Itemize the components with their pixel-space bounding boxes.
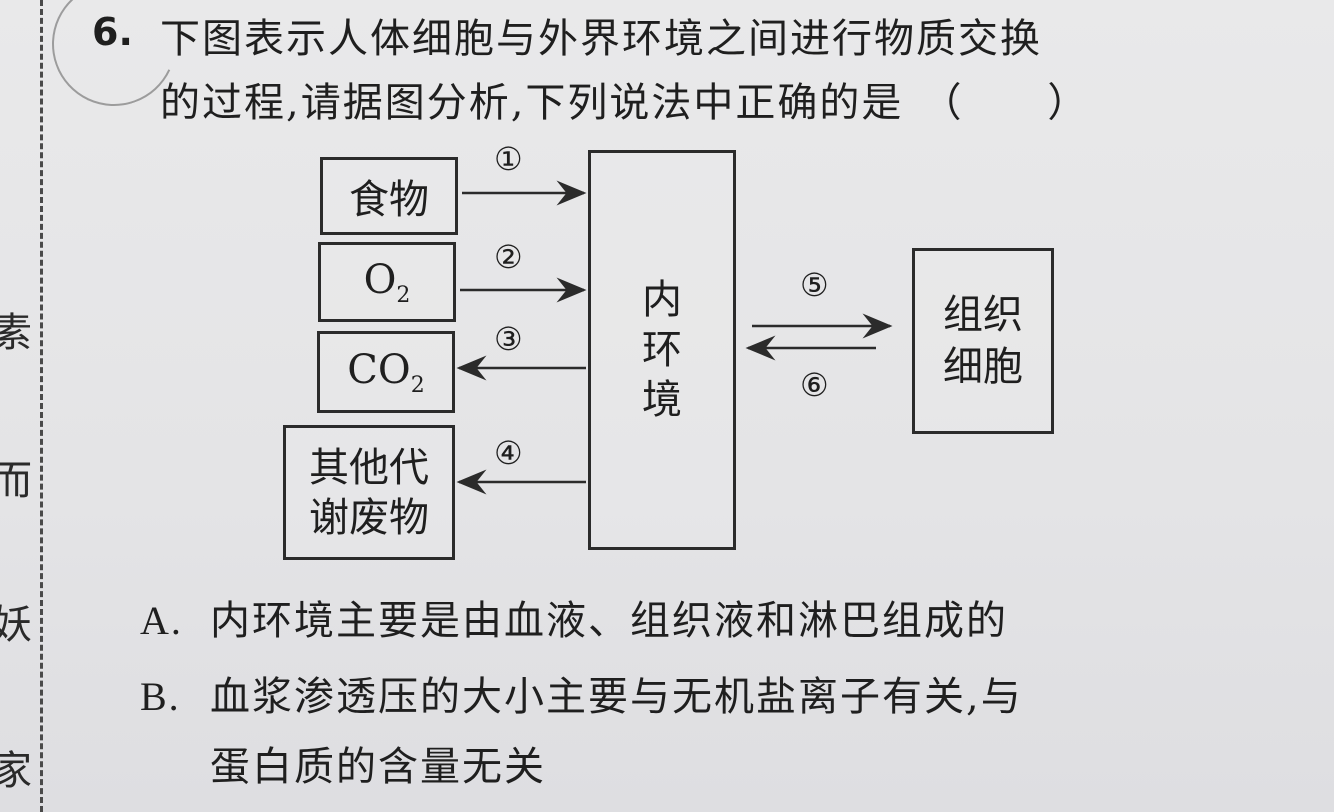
margin-char-4: 家: [0, 748, 32, 794]
margin-char-3: 妖: [0, 602, 32, 648]
box-tissue-line-1: 组织: [943, 292, 1023, 338]
arrow-label-2: ②: [494, 238, 523, 276]
option-a-letter: A.: [140, 598, 183, 643]
box-metabolic-waste: 其他代 谢废物: [283, 425, 455, 560]
box-food-label: 食物: [349, 177, 429, 223]
box-internal-environment: 内环境: [588, 150, 736, 550]
margin-char-1: 素: [0, 310, 32, 356]
answer-blank[interactable]: （ ）: [921, 80, 1090, 126]
box-food: 食物: [320, 157, 458, 235]
box-waste-line-2: 谢废物: [309, 494, 429, 541]
box-internal-environment-label: 内环境: [642, 277, 682, 423]
box-co2: CO2: [317, 331, 455, 413]
box-tissue-cell: 组织 细胞: [912, 248, 1054, 434]
question-text-line-2: 的过程,请据图分析,下列说法中正确的是 （ ）: [160, 70, 1089, 128]
question-number: 6.: [92, 10, 133, 54]
arrow-label-6: ⑥: [800, 366, 829, 404]
question-text-line-2-body: 的过程,请据图分析,下列说法中正确的是: [160, 80, 904, 126]
option-b-letter: B.: [140, 674, 181, 719]
arrow-label-5: ⑤: [800, 266, 829, 304]
box-tissue-line-2: 细胞: [943, 344, 1023, 390]
box-o2: O2: [318, 242, 456, 322]
option-b[interactable]: B. 血浆渗透压的大小主要与无机盐离子有关,与: [140, 664, 1023, 722]
question-text-line-1: 下图表示人体细胞与外界环境之间进行物质交换: [160, 16, 1042, 62]
option-b-continuation: 蛋白质的含量无关: [210, 744, 546, 790]
arrow-label-3: ③: [494, 320, 523, 358]
margin-char-2: 而: [0, 458, 32, 504]
box-waste-line-1: 其他代: [309, 444, 429, 491]
box-o2-label: O2: [363, 256, 411, 308]
binding-margin-dashed-line: [40, 0, 43, 812]
option-b-text: 血浆渗透压的大小主要与无机盐离子有关,与: [210, 674, 1023, 720]
arrow-label-4: ④: [494, 434, 523, 472]
box-co2-label: CO2: [347, 346, 425, 398]
option-a-text: 内环境主要是由血液、组织液和淋巴组成的: [210, 598, 1008, 644]
arrow-label-1: ①: [494, 140, 523, 178]
option-a[interactable]: A. 内环境主要是由血液、组织液和淋巴组成的: [140, 588, 1008, 646]
